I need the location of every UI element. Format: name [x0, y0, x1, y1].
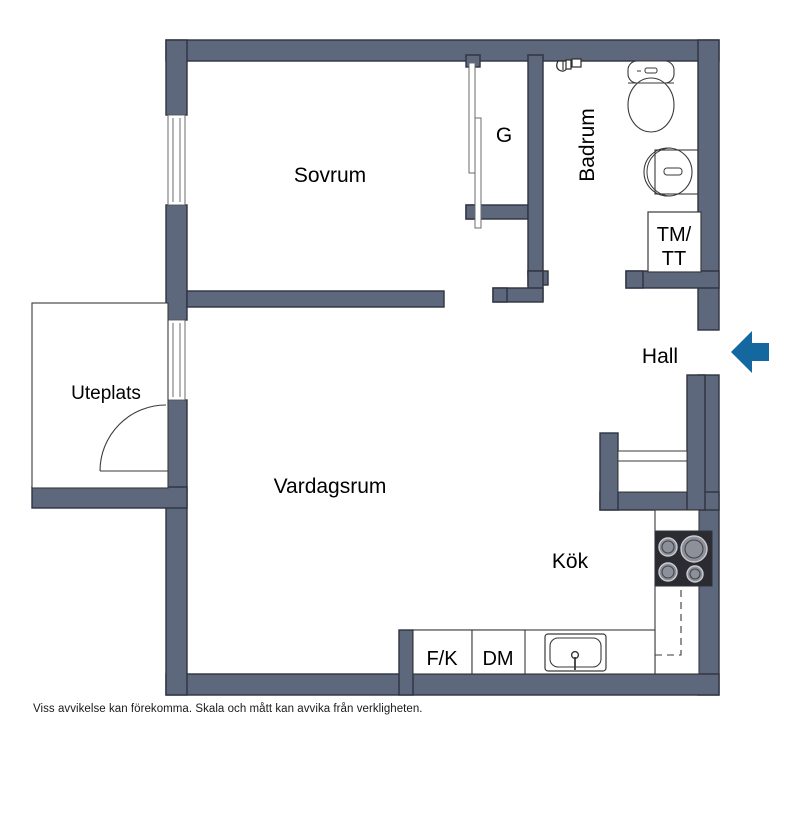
bathroom-sink-icon	[643, 147, 699, 197]
stove-icon	[654, 530, 713, 587]
wall-left-seg1	[165, 39, 188, 116]
wall-badrum-left	[527, 54, 544, 276]
wall-left-seg4	[165, 489, 188, 696]
window-vardagsrum	[167, 319, 186, 401]
wall-hall-closet-right	[686, 374, 706, 511]
kitchen-sink-icon	[544, 633, 607, 672]
wall-sovrum-bottom	[186, 290, 445, 308]
uteplats-outline	[31, 302, 169, 489]
wall-bottom	[165, 673, 720, 696]
wall-left-seg3	[165, 399, 188, 491]
entrance-arrow	[731, 331, 769, 373]
wall-hall-closet-left	[599, 432, 619, 511]
toilet-bowl	[627, 77, 675, 133]
kitchen-cabinet-dashed	[655, 590, 682, 656]
bathroom-fixtures	[556, 58, 699, 197]
wall-hall-top-left	[625, 270, 644, 289]
window-sovrum	[167, 114, 186, 206]
dishwasher-unit	[471, 629, 526, 675]
wall-top	[165, 39, 720, 62]
room-label-vardagsrum: Vardagsrum	[274, 475, 387, 498]
room-label-g: G	[496, 124, 512, 147]
appliance-label-dishwasher: DM	[482, 648, 513, 670]
room-label-kok: Kök	[552, 550, 589, 573]
uteplats-area	[31, 302, 169, 489]
sink-counter	[654, 149, 699, 195]
closet-g-door	[468, 62, 482, 229]
appliance-label-fridge: F/K	[426, 648, 458, 670]
toilet-icon	[627, 60, 675, 133]
room-label-badrum: Badrum	[576, 108, 599, 182]
windows-group	[167, 114, 186, 401]
closet-g-door-panel-2	[474, 117, 482, 229]
wall-uteplats-bottom	[31, 486, 188, 509]
closet-g-door-panel-1	[468, 62, 476, 174]
toilet-flush-button	[644, 67, 658, 74]
wall-kitchen-left	[398, 629, 414, 696]
hall-closet-interior	[617, 450, 688, 493]
room-label-sovrum: Sovrum	[294, 164, 366, 187]
appliance-label-tt: TT	[662, 248, 686, 270]
walls-group	[31, 39, 720, 696]
washer-dryer-box	[647, 211, 702, 273]
fridge-unit	[412, 629, 473, 675]
kitchen-group	[412, 509, 713, 675]
patio-door-swing-arc	[99, 404, 167, 472]
room-label-uteplats: Uteplats	[71, 383, 141, 404]
room-label-hall: Hall	[642, 345, 678, 368]
appliance-label-tm: TM/	[657, 224, 692, 246]
wall-left-seg2	[165, 204, 188, 321]
shower-mixer-icon	[556, 58, 582, 72]
wall-badrum-bottom-arm-v	[492, 287, 508, 303]
plan-caption: Viss avvikelse kan förekomma. Skala och …	[33, 703, 423, 715]
sink-faucet	[663, 167, 683, 176]
